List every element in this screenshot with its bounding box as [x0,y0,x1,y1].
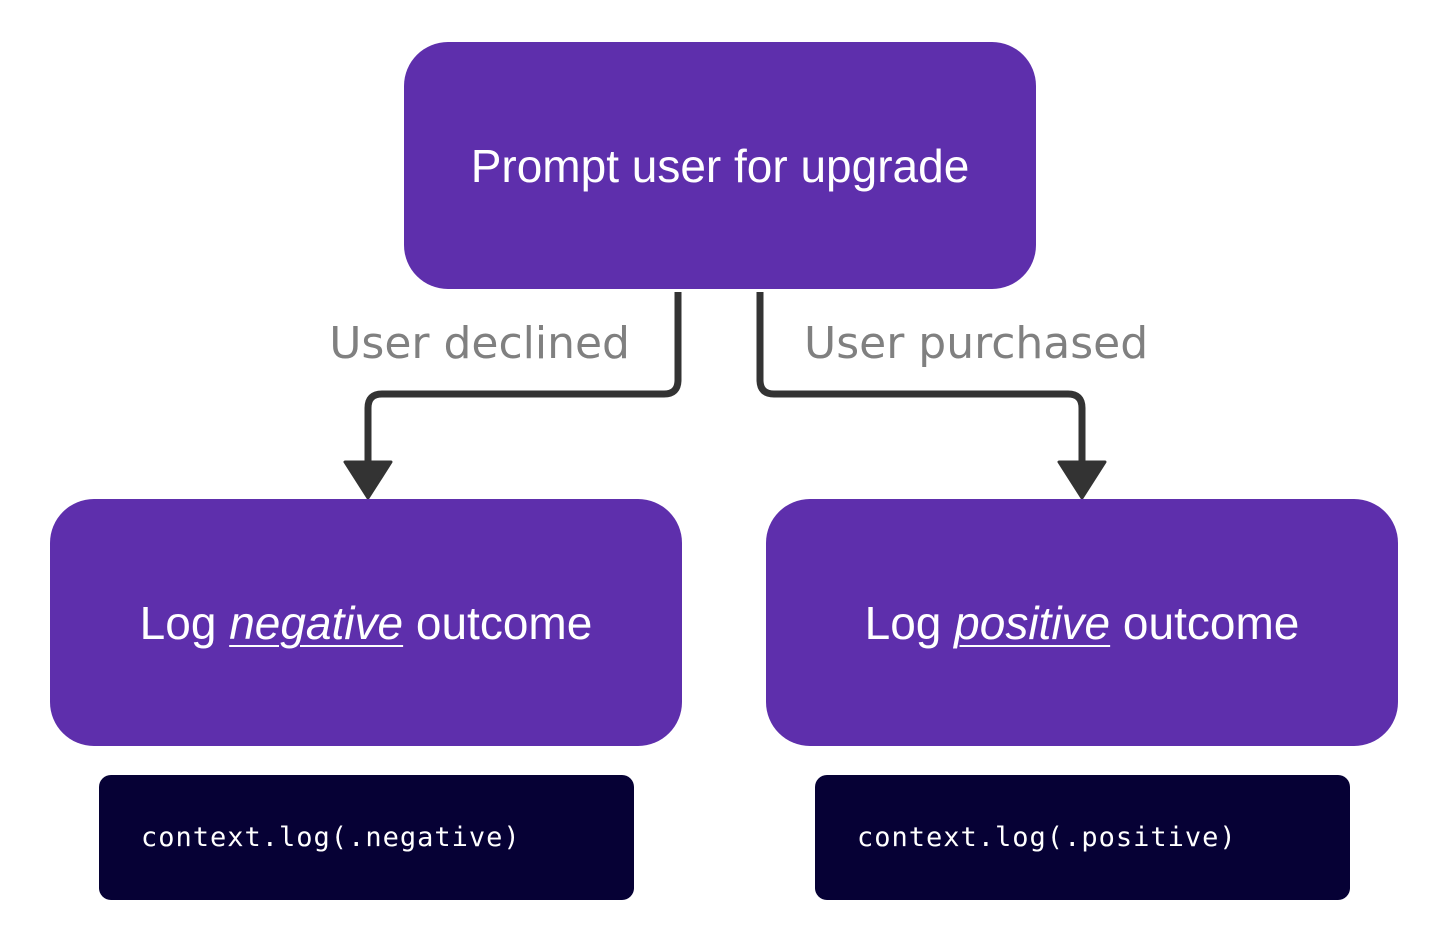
positive-emphasis: positive [954,596,1111,649]
log-positive-label: Log positive outcome [865,596,1300,650]
positive-code-block: context.log(.positive) [815,775,1350,900]
prompt-upgrade-label: Prompt user for upgrade [470,139,970,192]
user-declined-label: User declined [329,318,630,369]
log-positive-prefix: Log [864,596,942,649]
negative-emphasis: negative [229,596,404,649]
log-positive-suffix: outcome [1122,596,1300,649]
declined-connector [364,292,682,468]
positive-code-text: context.log(.positive) [857,822,1237,853]
negative-code-text: context.log(.negative) [141,822,521,853]
log-negative-prefix: Log [139,596,217,649]
log-negative-suffix: outcome [415,596,593,649]
purchased-connector [756,292,1086,468]
log-positive-node: Log positive outcome [766,499,1398,746]
declined-arrowhead-icon [343,460,393,500]
log-negative-node: Log negative outcome [50,499,682,746]
user-purchased-label: User purchased [804,318,1149,369]
negative-code-block: context.log(.negative) [99,775,634,900]
log-negative-label: Log negative outcome [140,596,593,650]
purchased-arrowhead-icon [1057,460,1107,500]
prompt-upgrade-node: Prompt user for upgrade [404,42,1036,289]
